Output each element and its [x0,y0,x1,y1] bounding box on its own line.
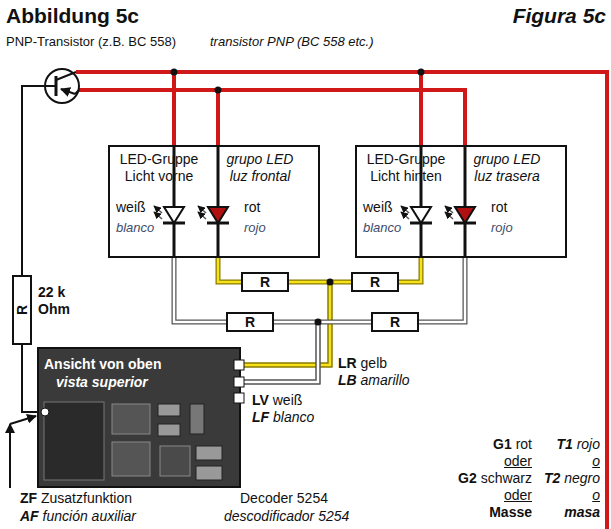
ground-note: G2 schwarz [458,470,532,487]
signal-wire [240,258,421,365]
resistor-label: R [260,274,270,291]
group-heading: LED-Gruppe Licht hinten [361,151,451,185]
ground-note: masa [564,504,600,521]
resistor-value: 22 k Ohm [38,284,78,318]
led-symbols [154,145,476,258]
subtitle: PNP-Transistor (z.B. BC 558) [6,33,176,50]
junction-dot [171,69,425,326]
pin-name: LR gelb [338,355,387,372]
pin-name: ZF Zusatzfunktion [20,490,132,507]
ground-note: oder [504,453,532,470]
led-group-box: LED-Gruppe Licht vorne grupo LED luz fron… [108,145,320,258]
led-group-box: LED-Gruppe Licht hinten grupo LED luz tra… [355,145,567,258]
figure-title: Abbildung 5c [6,4,139,28]
figure-title: Figura 5c [513,4,606,28]
ground-note: T1 rojo [556,436,600,453]
pin-name: LF blanco [252,409,314,426]
led-color: rot [491,199,507,216]
subtitle: transistor PNP (BC 558 etc.) [210,33,374,50]
led-color: rot [244,199,260,216]
view-label: Ansicht von oben [44,356,161,373]
led-color: blanco [116,219,154,236]
led-color: weiß [116,199,146,216]
resistor-label: R [245,314,255,331]
resistor-label: R [370,274,380,291]
view-label: vista superior [56,374,148,391]
pin-name: LB amarillo [338,372,410,389]
part-name: descodificador 5254 [224,508,349,525]
group-heading: grupo LED luz trasera [465,151,549,185]
ground-note: G1 rot [493,436,532,453]
group-heading: LED-Gruppe Licht vorne [114,151,204,185]
ground-note: Masse [489,504,532,521]
led-color: rojo [491,219,513,236]
ground-note: T2 negro [544,470,600,487]
ground-note: o [592,487,600,504]
leader-arrow [10,416,36,424]
leader-arrow [9,424,11,488]
part-name: Decoder 5254 [240,490,328,507]
ground-note: o [592,453,600,470]
pin-name: LV weiß [252,392,302,409]
led-color: weiß [363,199,393,216]
resistor-symbol [227,273,418,331]
resistor-symbol [13,276,31,344]
led-color: rojo [244,219,266,236]
resistor-label: R [14,305,31,315]
ground-note: oder [504,487,532,504]
group-heading: grupo LED luz frontal [218,151,302,185]
decoder-board [38,348,244,487]
decoder-box: Ansicht von obenvista superior [38,348,240,487]
pin-name: AF función auxiliar [20,508,136,525]
led-color: blanco [363,219,401,236]
resistor-label: R [390,314,400,331]
